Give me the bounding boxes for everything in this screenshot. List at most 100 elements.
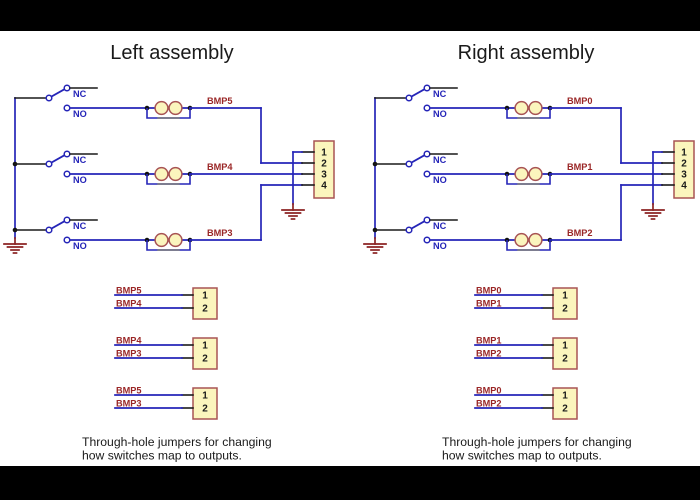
jumper-block-pin-number: 2 [202, 404, 208, 415]
caption-line: Through-hole jumpers for changing [442, 435, 632, 449]
nc-contact-icon [423, 216, 431, 224]
jumper-pad-icon [154, 166, 169, 182]
jumper-block-pin-number: 1 [562, 291, 568, 302]
no-label: NO [73, 109, 87, 119]
no-contact-icon [423, 170, 431, 178]
net-label: BMP3 [207, 228, 233, 238]
nc-label: NC [433, 89, 447, 99]
nc-contact-icon [63, 84, 71, 92]
switch-pivot-icon [45, 94, 53, 102]
jumper-block-net-label: BMP3 [116, 399, 142, 409]
jumper-pad-icon [514, 166, 529, 182]
jumper-block-pin-number: 1 [202, 291, 208, 302]
jumper-block-box [192, 337, 218, 370]
switch-lever-icon [410, 154, 426, 164]
no-label: NO [433, 241, 447, 251]
jumper-block-net-label: BMP0 [476, 386, 502, 396]
connector-pin-number: 4 [321, 181, 327, 192]
net-label: BMP1 [567, 162, 593, 172]
switch-pivot-icon [405, 94, 413, 102]
nc-label: NC [73, 221, 87, 231]
no-label: NO [73, 241, 87, 251]
switch-lever-icon [50, 88, 66, 98]
caption-line: Through-hole jumpers for changing [82, 435, 272, 449]
connector-pin-number: 2 [681, 159, 687, 170]
jumper-pad-icon [154, 232, 169, 248]
jumper-block-net-label: BMP1 [476, 336, 502, 346]
nc-contact-icon [423, 84, 431, 92]
jumper-block-pin-number: 1 [562, 341, 568, 352]
net-label: BMP0 [567, 96, 593, 106]
jumper-block-pin-number: 2 [202, 304, 208, 315]
no-label: NO [433, 175, 447, 185]
switch-lever-icon [50, 154, 66, 164]
caption-line: how switches map to outputs. [82, 449, 242, 463]
jumper-block-box [552, 387, 578, 420]
jumper-block-net-label: BMP2 [476, 349, 502, 359]
jumper-block-pin-number: 2 [202, 354, 208, 365]
connector-pin-number: 2 [321, 159, 327, 170]
jumper-block-box [192, 287, 218, 320]
jumper-pad-icon [168, 232, 183, 248]
connector-pin-number: 1 [681, 148, 687, 159]
connector-box [673, 140, 695, 199]
jumper-block-pin-number: 2 [562, 404, 568, 415]
jumper-block-net-label: BMP5 [116, 286, 142, 296]
nc-label: NC [433, 221, 447, 231]
switch-pivot-icon [45, 160, 53, 168]
paper-area [0, 31, 700, 466]
switch-pivot-icon [405, 160, 413, 168]
switch-lever-icon [50, 220, 66, 230]
jumper-pad-icon [528, 100, 543, 116]
nc-label: NC [433, 155, 447, 165]
jumper-pad-icon [154, 100, 169, 116]
no-contact-icon [63, 236, 71, 244]
jumper-block-pin-number: 2 [562, 354, 568, 365]
jumper-block-net-label: BMP2 [476, 399, 502, 409]
jumper-pad-icon [514, 232, 529, 248]
net-label: BMP5 [207, 96, 233, 106]
jumper-block-pin-number: 1 [202, 341, 208, 352]
jumper-block-pin-number: 2 [562, 304, 568, 315]
jumper-pad-icon [168, 100, 183, 116]
jumper-block-net-label: BMP0 [476, 286, 502, 296]
assembly-title: Right assembly [458, 42, 595, 64]
switch-pivot-icon [45, 226, 53, 234]
jumper-block-pin-number: 1 [562, 391, 568, 402]
jumper-block-net-label: BMP4 [116, 299, 142, 309]
no-contact-icon [423, 104, 431, 112]
connector-pin-number: 3 [681, 170, 687, 181]
nc-label: NC [73, 89, 87, 99]
jumper-pad-icon [168, 166, 183, 182]
jumper-pad-icon [528, 166, 543, 182]
jumper-block-net-label: BMP1 [476, 299, 502, 309]
no-contact-icon [63, 104, 71, 112]
nc-label: NC [73, 155, 87, 165]
net-label: BMP2 [567, 228, 593, 238]
connector-pin-number: 3 [321, 170, 327, 181]
jumper-pad-icon [514, 100, 529, 116]
net-label: BMP4 [207, 162, 233, 172]
jumper-block-net-label: BMP4 [116, 336, 142, 346]
no-contact-icon [423, 236, 431, 244]
jumper-block-net-label: BMP5 [116, 386, 142, 396]
connector-pin-number: 4 [681, 181, 687, 192]
connector-pin-number: 1 [321, 148, 327, 159]
jumper-block-box [192, 387, 218, 420]
caption-line: how switches map to outputs. [442, 449, 602, 463]
jumper-block-pin-number: 1 [202, 391, 208, 402]
switch-pivot-icon [405, 226, 413, 234]
nc-contact-icon [63, 150, 71, 158]
no-label: NO [433, 109, 447, 119]
jumper-block-net-label: BMP3 [116, 349, 142, 359]
connector-box [313, 140, 335, 199]
jumper-pad-icon [528, 232, 543, 248]
nc-contact-icon [423, 150, 431, 158]
jumper-block-box [552, 337, 578, 370]
nc-contact-icon [63, 216, 71, 224]
assembly-title: Left assembly [110, 42, 233, 64]
no-label: NO [73, 175, 87, 185]
no-contact-icon [63, 170, 71, 178]
